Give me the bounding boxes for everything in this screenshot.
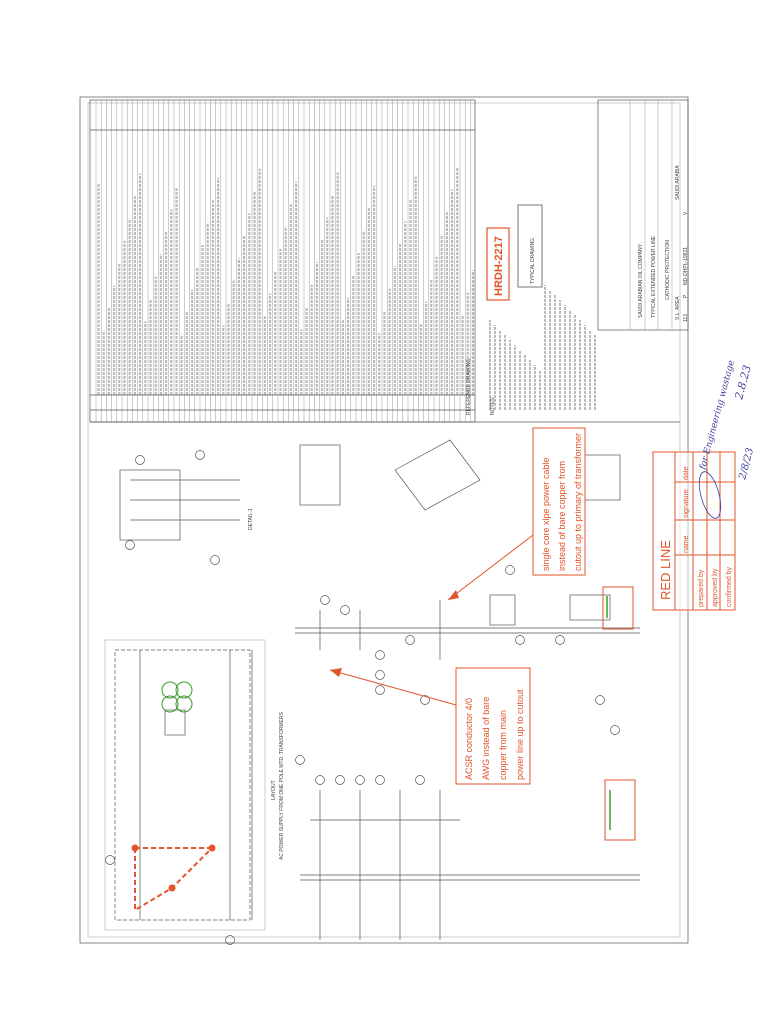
notes-heading: NOTES: [490,396,496,415]
layout-caption: AC POWER SUPPLY FROM ONE POLE MTD. TRANS… [279,712,285,860]
signature-scribble [698,471,722,519]
annotation-acsr-conductor: ACSR conductor 4/0 AWG instead of bare c… [329,667,531,785]
revision-table [89,99,476,423]
redline-title: RED LINE [658,540,673,600]
handwritten-date2: 2/8/23 [737,447,756,482]
title-line1: TYPICAL EXTENDED POWER LINE [651,235,657,318]
annotation-line: copper from main [498,710,508,780]
column-name: name [683,535,690,553]
detail-label: DETAIL-1 [248,508,254,530]
row-approved-by: approved by [712,568,719,607]
column-signature: signature [683,489,690,518]
annotation-line: AWG instead of bare [481,697,491,780]
notes-column [489,285,596,410]
layout-label: LAYOUT [271,780,277,800]
annotation-line: power line up to cutout [515,689,525,780]
title-block: SAUDI ARABIAN OIL COMPANY TYPICAL EXTEND… [597,99,689,331]
title-line2: CATHODIC PROTECTION [665,240,671,300]
redline-approval-table [652,451,736,611]
annotation-xlpe-cable: single core xlpe power cable instead of … [447,427,586,601]
annotation-line: ACSR conductor 4/0 [464,698,474,780]
annotation-line: cutout up to primary of transformer [573,433,583,571]
area: S.L. AREA [675,296,681,320]
column-date: date [683,466,690,480]
drawing-number-badge-box [486,227,510,301]
typical-drawing-stamp-box [517,204,543,288]
row-confirmed-by: confirmed by [726,566,733,607]
company-name: SAUDI ARABIAN OIL COMPANY [638,243,644,318]
drawing-number: ND-OHPL-19821 [683,247,689,285]
typical-drawing-stamp: TYPICAL DRAWING [530,238,536,284]
country: SAUDI ARABIA [675,165,681,200]
row-prepared-by: prepared by [698,569,705,607]
drawing-details: DETAIL-1 LAYOUT AC POWER SUPPLY FROM ONE… [90,421,680,945]
annotation-line: instead of bare copper from [557,461,567,571]
drawing-number-badge: HRDH-2217 [493,236,505,296]
handwritten-date1: 2.8.23 [732,364,754,402]
reference-heading: REFERENCE DRAWING [466,359,472,415]
plant-number: 113 [683,314,689,322]
sheet-revision: V [683,211,689,215]
drawing-type: P [683,294,689,298]
annotation-line: single core xlpe power cable [541,457,551,571]
